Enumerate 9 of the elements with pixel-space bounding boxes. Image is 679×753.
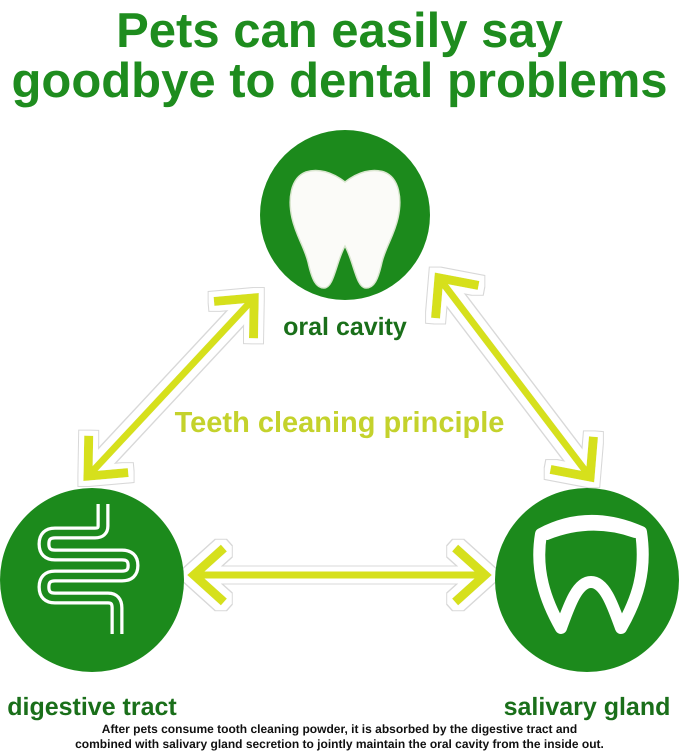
- node-label: digestive tract: [6, 692, 178, 722]
- center-heading: Teeth cleaning principle: [174, 406, 506, 440]
- double-headed-arrow: [431, 273, 598, 482]
- node-label: salivary gland: [502, 692, 672, 722]
- title: Pets can easily say goodbye to dental problems: [10, 6, 669, 106]
- node-label: oral cavity: [282, 312, 408, 342]
- double-headed-arrow: [84, 293, 259, 481]
- double-headed-arrow: [189, 544, 490, 606]
- caption: After pets consume tooth cleaning powder, it is absorbed by the digestive tract and combined with salivary gland secretion to jointly maintain the oral cavity from the inside out.: [74, 722, 605, 752]
